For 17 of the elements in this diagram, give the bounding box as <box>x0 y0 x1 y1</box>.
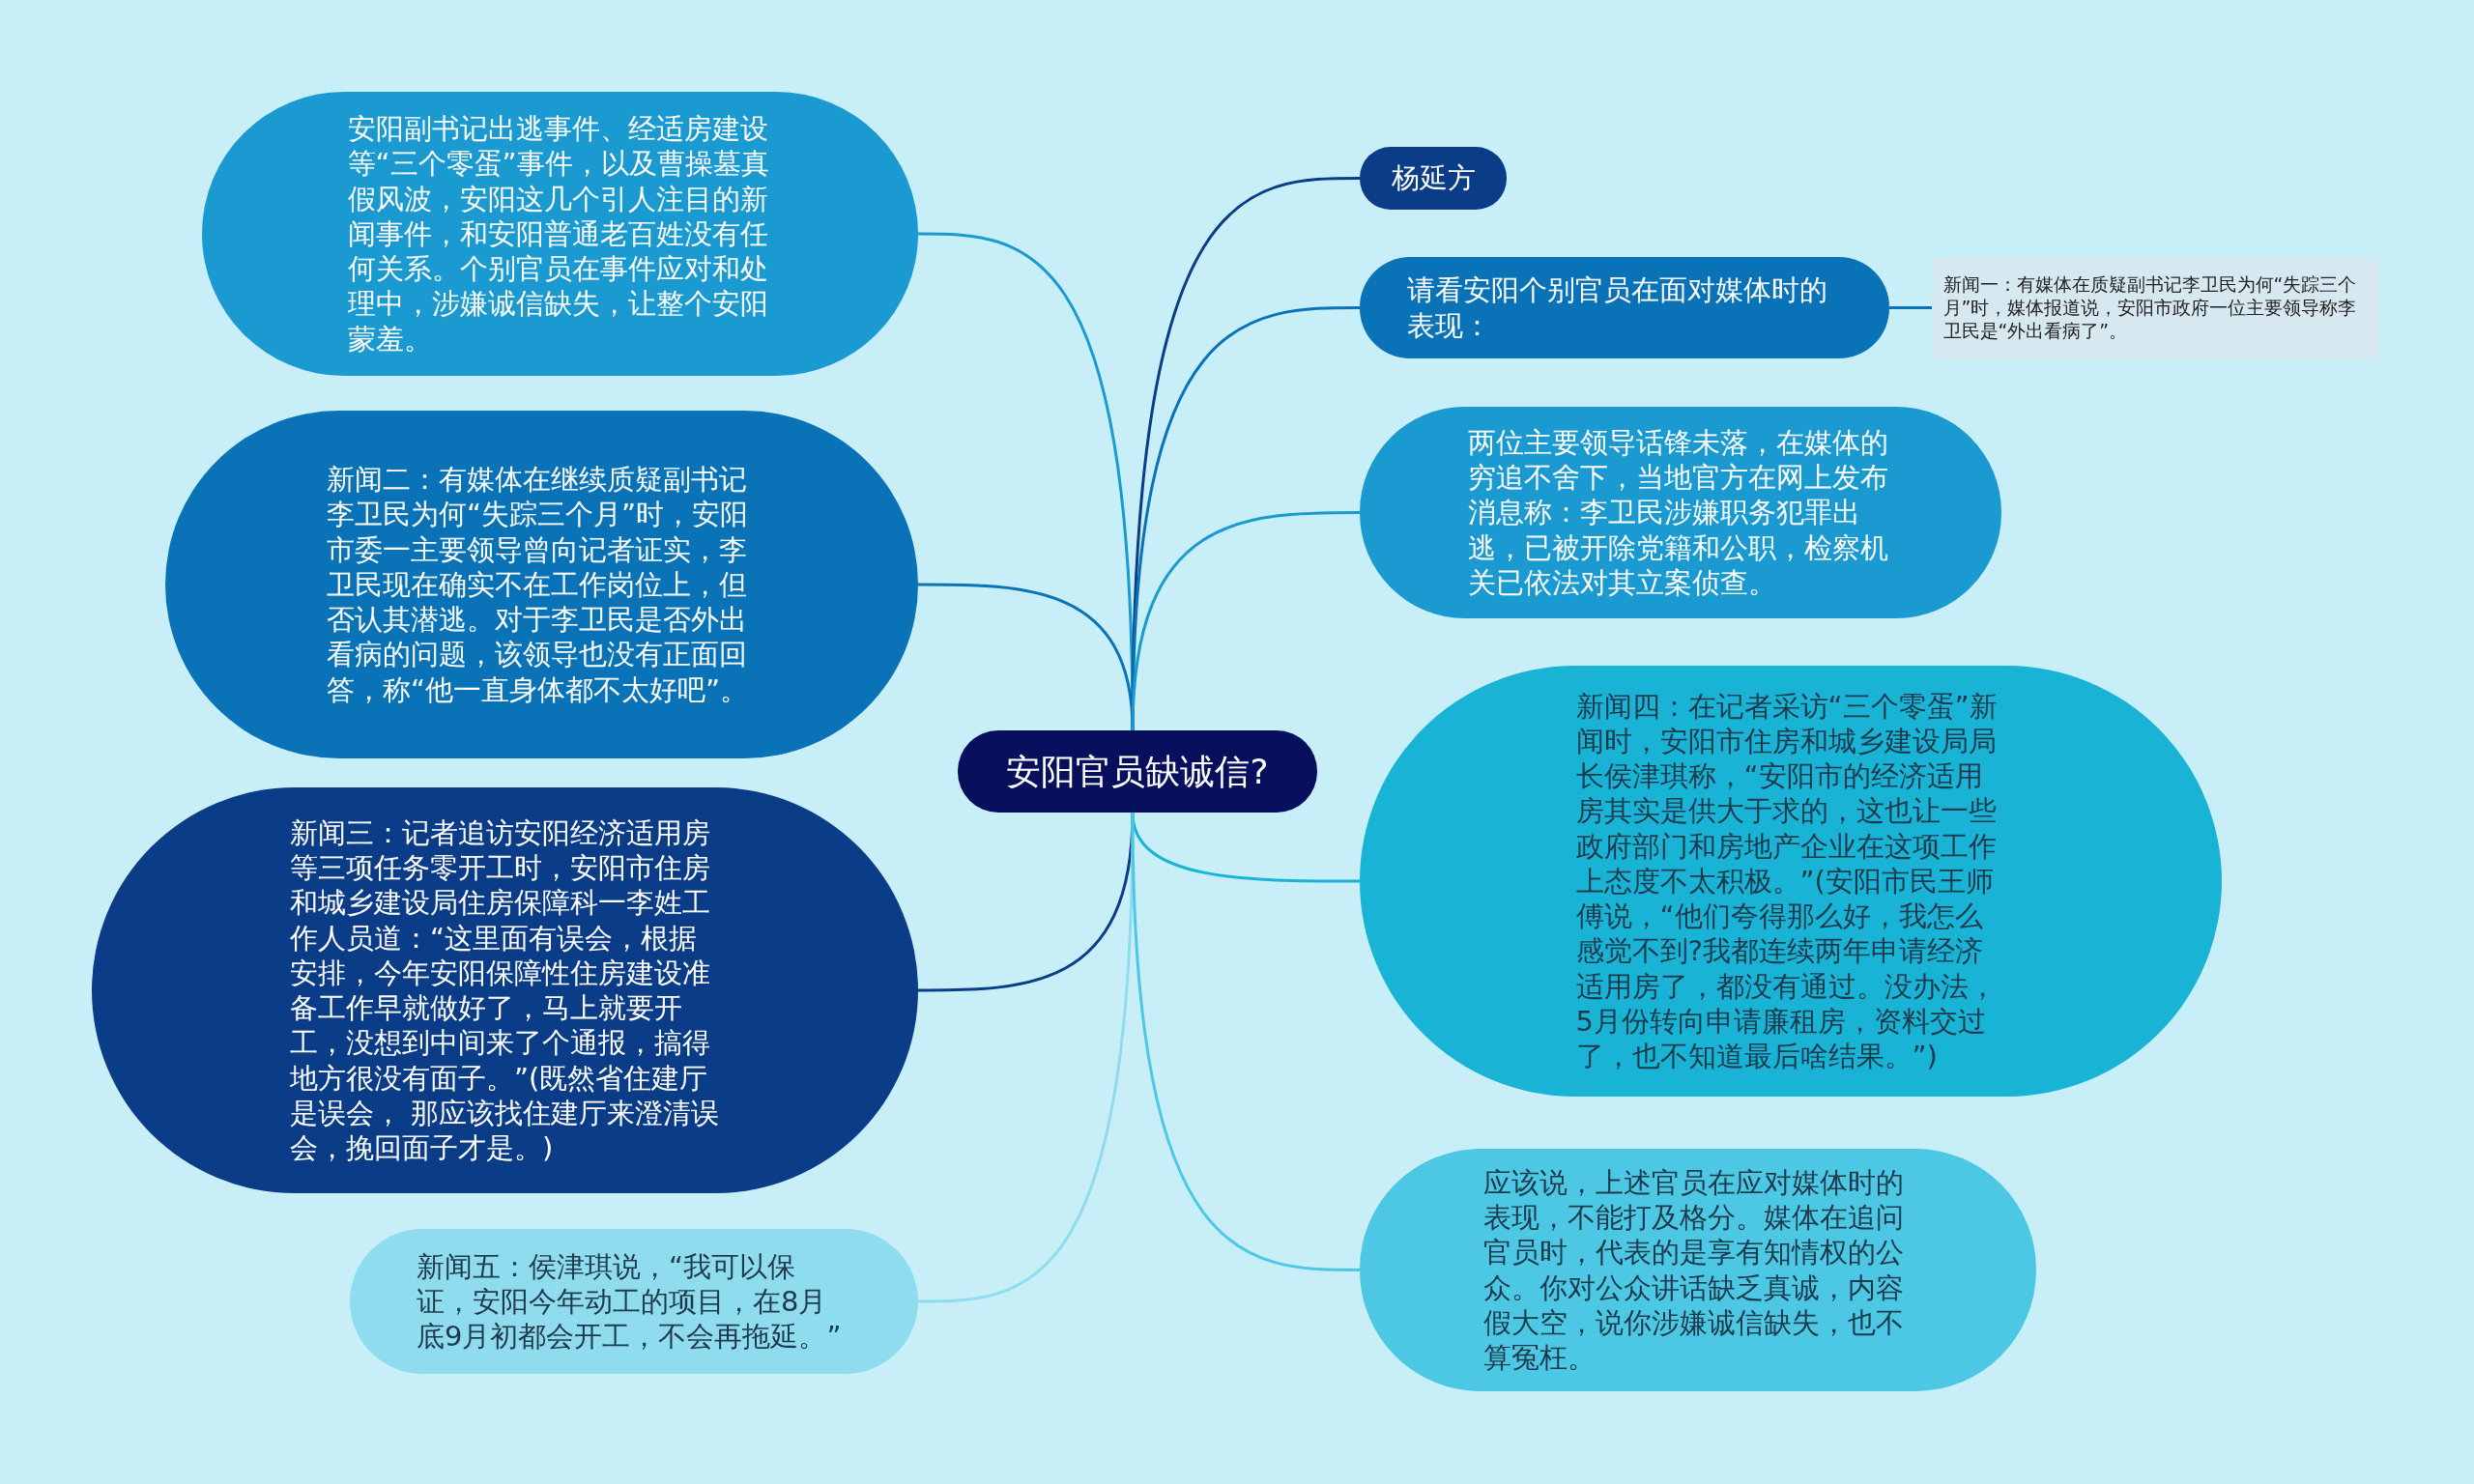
node-text: 新闻四：在记者采访“三个零蛋”新闻时，安阳市住房和城乡建设局局长侯津琪称，“安阳市的经济适用房其实是供大于求的，这也让一些政府部门和房地产企业在这项工作上态度不太积极。”(安阳市民王师傅说，“他们夸得那么好，我怎么感觉不到?我都连续两年申请经济适用房了，都没有通过。没办法，5月份转向申请廉租房，资料交过了，也不知道最后啥结果。”) <box>1575 688 1999 1074</box>
connector-line <box>1131 306 1360 731</box>
note-card <box>1932 257 2379 359</box>
node-text: 两位主要领导话锋未落，在媒体的穷追不舍下，当地官方在网上发布消息称：李卫民涉嫌职务犯罪出逃，已被开除党籍和公职，检察机关已依法对其立案侦查。 <box>1468 424 1889 601</box>
node-text: 安阳副书记出逃事件、经适房建设等“三个零蛋”事件，以及曹操墓真假风波，安阳这几个引人注目的新闻事件，和安阳普通老百姓没有任何关系。个别官员在事件应对和处理中，涉嫌诚信缺失，让整个安阳蒙羞。 <box>347 111 770 357</box>
node-text: 新闻三：记者追访安阳经济适用房等三项任务零开工时，安阳市住房和城乡建设局住房保障科一李姓工作人员道：“这里面有误会，根据安排，今年安阳保障性住房建设准备工作早就做好了，马上就要开工，没想到中间来了个通报，搞得地方很没有面子。”(既然省住建厅是误会， 那应该找住建厅来澄清误会，挽回面子才是。) <box>290 814 720 1166</box>
node-text: 新闻一：有媒体在质疑副书记李卫民为何“失踪三个月”时，媒体报道说，安阳市政府一位主要领导称李卫民是“外出看病了”。 <box>1942 273 2358 343</box>
node-text: 应该说，上述官员在应对媒体时的表现，不能打及格分。媒体在追问官员时，代表的是享有知情权的公众。你对公众讲话缺乏真诚，内容假大空，说你涉嫌诚信缺失，也不算冤枉。 <box>1482 1164 1905 1376</box>
connector-line <box>918 812 1135 1303</box>
node-text: 杨延方 <box>1390 160 1477 196</box>
topic-title: 安阳官员缺诚信? <box>1005 751 1270 793</box>
node-text: 新闻五：侯津琪说，“我可以保证，安阳今年动工的项目，在8月底9月初都会开工，不会再拖延。” <box>417 1248 843 1355</box>
connector-line <box>1131 812 1360 1271</box>
connector-line <box>1131 511 1360 731</box>
connector-line <box>1889 306 1932 309</box>
node-text: 请看安阳个别官员在面对媒体时的表现： <box>1407 272 1828 343</box>
node-text: 新闻二：有媒体在继续质疑副书记李卫民为何“失踪三个月”时，安阳市委一主要领导曾向记者证实，李卫民现在确实不在工作岗位上，但否认其潜逃。对于李卫民是否外出看病的问题，该领导也没有正面回答，称“他一直身体都不太好吧”。 <box>327 462 750 707</box>
